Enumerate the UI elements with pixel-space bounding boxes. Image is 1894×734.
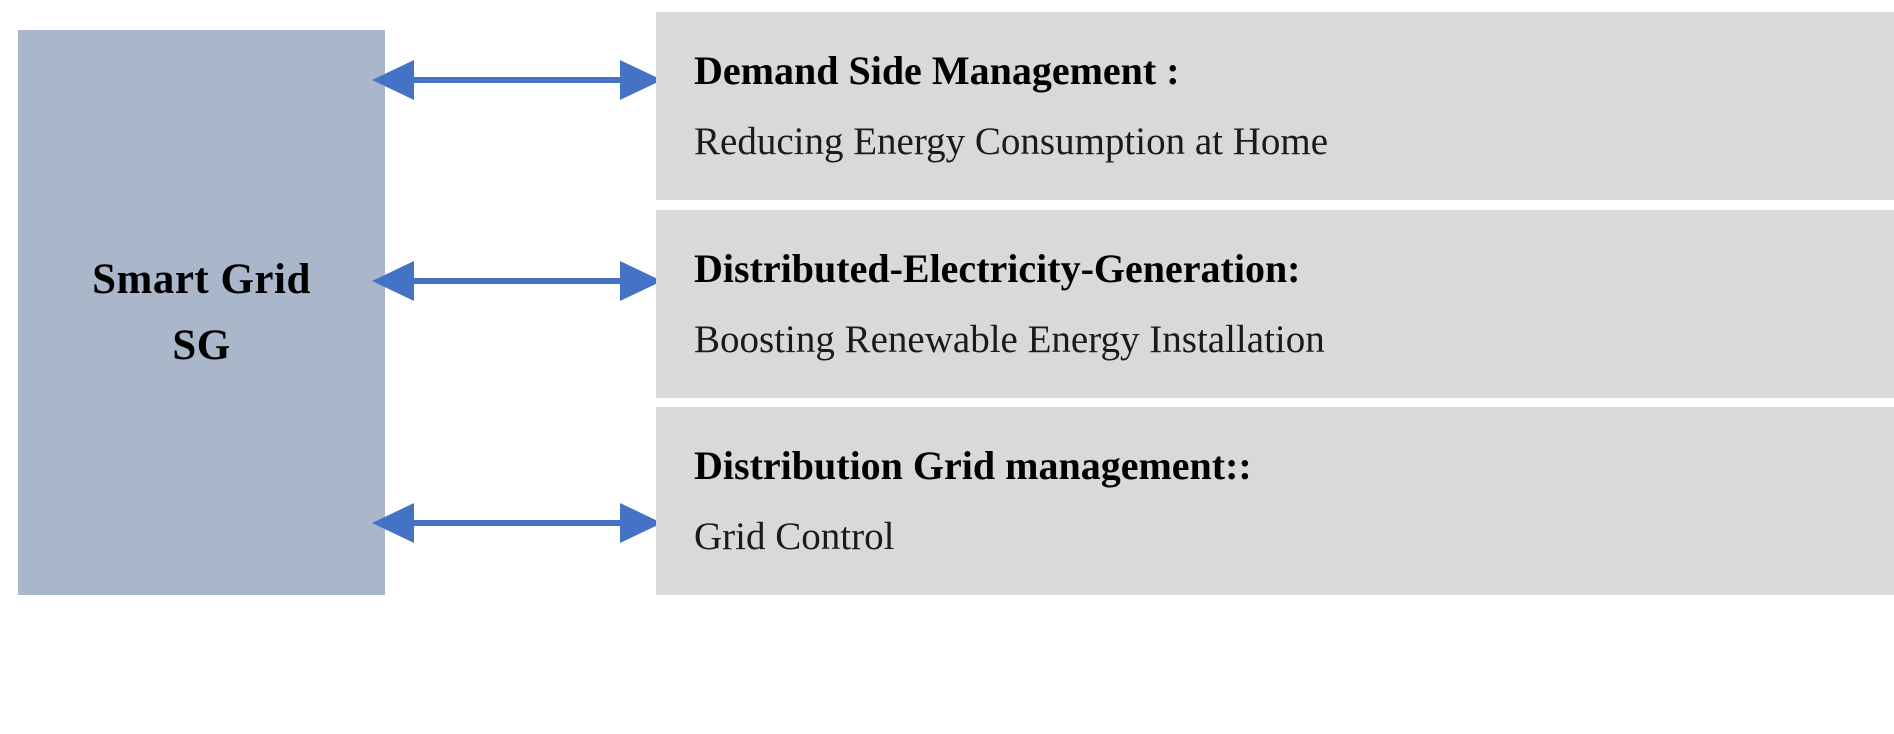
application-description: Grid Control (694, 514, 895, 558)
connector-arrow-distribution-grid-management (372, 500, 662, 546)
application-title: Demand Side Management : (694, 47, 1180, 93)
connector-arrow-distributed-electricity-generation (372, 258, 662, 304)
application-title: Distribution Grid management:: (694, 442, 1252, 488)
application-box-distributed-electricity-generation: Distributed-Electricity-Generation: Boos… (656, 210, 1894, 398)
application-box-distribution-grid-management: Distribution Grid management:: Grid Cont… (656, 407, 1894, 595)
connector-arrow-demand-side-management (372, 57, 662, 103)
smart-grid-hub-box: Smart Grid SG (18, 30, 385, 595)
hub-title-line: Smart Grid (92, 256, 311, 304)
hub-abbreviation-line: SG (172, 321, 231, 369)
double-headed-arrow-icon (372, 261, 662, 301)
application-title: Distributed-Electricity-Generation: (694, 245, 1301, 291)
double-headed-arrow-icon (372, 60, 662, 100)
application-description: Boosting Renewable Energy Installation (694, 317, 1325, 361)
application-box-demand-side-management: Demand Side Management : Reducing Energy… (656, 12, 1894, 200)
double-headed-arrow-icon (372, 503, 662, 543)
application-description: Reducing Energy Consumption at Home (694, 119, 1329, 163)
